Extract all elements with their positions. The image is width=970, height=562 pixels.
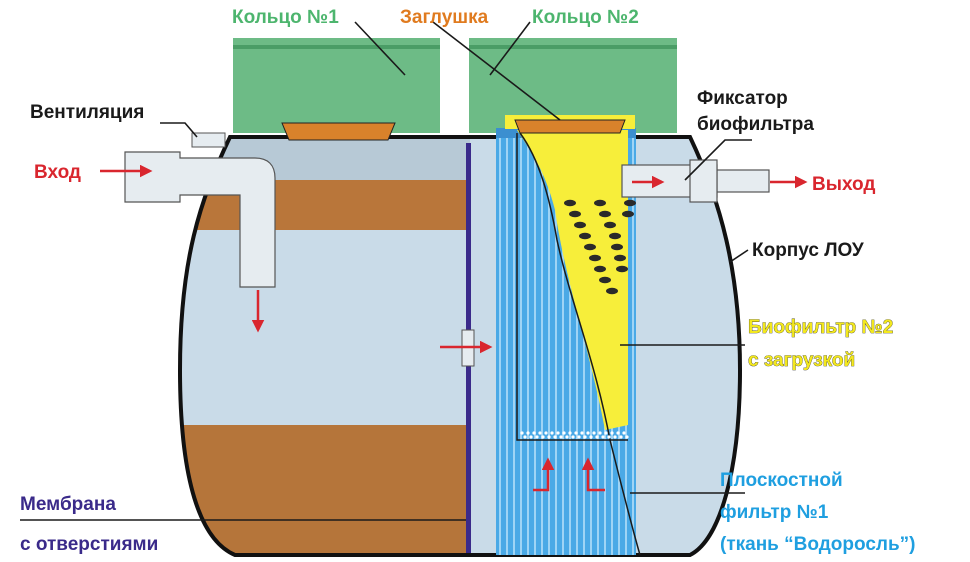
- distributor-dot: [535, 435, 539, 439]
- distributor-dot: [598, 431, 602, 435]
- up-arrow-left: [533, 457, 555, 492]
- distributor-dot: [622, 431, 626, 435]
- distributor-dot: [580, 431, 584, 435]
- biofilter-hole: [614, 254, 626, 262]
- distributor-dot: [592, 431, 596, 435]
- biofilter-hole: [611, 243, 623, 251]
- distributor-dot: [565, 435, 569, 439]
- labels: Кольцо №1 Заглушка Кольцо №2 Вентиляция …: [20, 7, 916, 555]
- distributor-dot: [574, 431, 578, 435]
- distributor-dot: [613, 435, 617, 439]
- distributor-dot: [562, 431, 566, 435]
- ring-1: [233, 38, 440, 133]
- distributor-dot: [583, 435, 587, 439]
- distributor-dot: [568, 431, 572, 435]
- label-outlet: Выход: [812, 174, 875, 195]
- biofilter-hole: [594, 199, 606, 207]
- distributor-dot: [625, 435, 629, 439]
- label-planar-1: Плоскостной: [720, 470, 843, 491]
- distributor-dot: [547, 435, 551, 439]
- distributor-dot: [595, 435, 599, 439]
- biofilter-hole: [616, 265, 628, 273]
- biofilter-hole: [574, 221, 586, 229]
- distributor-dot: [550, 431, 554, 435]
- label-ring-2: Кольцо №2: [532, 7, 639, 28]
- distributor-dot: [526, 431, 530, 435]
- distributor-dot: [586, 431, 590, 435]
- ventilation-pipe: [191, 132, 226, 148]
- label-membrane-1: Мембрана: [20, 494, 116, 515]
- distributor-dot: [577, 435, 581, 439]
- label-biofilter-2: с загрузкой: [748, 350, 855, 371]
- plug-left: [281, 122, 396, 141]
- label-fixator-1: Фиксатор: [697, 88, 788, 109]
- biofilter-hole: [589, 254, 601, 262]
- distributor-dot: [532, 431, 536, 435]
- label-planar-3: (ткань “Водоросль”): [720, 534, 916, 555]
- distributor-dot: [601, 435, 605, 439]
- biofilter-hole: [622, 210, 634, 218]
- flow-arrows: [100, 164, 808, 492]
- distributor-dot: [610, 431, 614, 435]
- label-plug: Заглушка: [400, 7, 489, 28]
- distributor-dot: [571, 435, 575, 439]
- tank-left-chamber: [180, 137, 470, 555]
- biofilter-hole: [579, 232, 591, 240]
- distributor-dot: [589, 435, 593, 439]
- up-arrow-right: [581, 457, 605, 492]
- label-biofilter-1: Биофильтр №2: [748, 317, 893, 338]
- label-planar-2: фильтр №1: [720, 502, 829, 523]
- distributor-dot: [556, 431, 560, 435]
- biofilter-hole: [609, 232, 621, 240]
- distributor-dot: [523, 435, 527, 439]
- biofilter-hole: [594, 265, 606, 273]
- distributor-dot: [529, 435, 533, 439]
- distributor-dot: [616, 431, 620, 435]
- biofilter-hole: [624, 199, 636, 207]
- label-ventilation: Вентиляция: [30, 102, 144, 123]
- distributor-dot: [538, 431, 542, 435]
- label-ring-1: Кольцо №1: [232, 7, 339, 28]
- distributor-dot: [559, 435, 563, 439]
- distributor-dot: [520, 431, 524, 435]
- biofilter: [505, 115, 641, 556]
- biofilter-hole: [606, 287, 618, 295]
- distributor-dot: [607, 435, 611, 439]
- biofilter-hole: [569, 210, 581, 218]
- biofilter-hole: [599, 276, 611, 284]
- tank-body-outline: [177, 135, 743, 557]
- inlet-pipe: [124, 151, 276, 288]
- label-fixator-2: биофильтра: [697, 114, 814, 135]
- distributor-dot: [544, 431, 548, 435]
- label-inlet: Вход: [34, 162, 81, 183]
- biofilter-hole: [584, 243, 596, 251]
- biofilter-hole: [604, 221, 616, 229]
- distributor-dot: [619, 435, 623, 439]
- biofilter-hole: [564, 199, 576, 207]
- distributor-dot: [553, 435, 557, 439]
- distributor-dot: [604, 431, 608, 435]
- label-membrane-2: с отверстиями: [20, 534, 158, 555]
- label-body: Корпус ЛОУ: [752, 240, 864, 261]
- leader-lines: [20, 21, 752, 521]
- biofilter-hole: [599, 210, 611, 218]
- distributor-dot: [541, 435, 545, 439]
